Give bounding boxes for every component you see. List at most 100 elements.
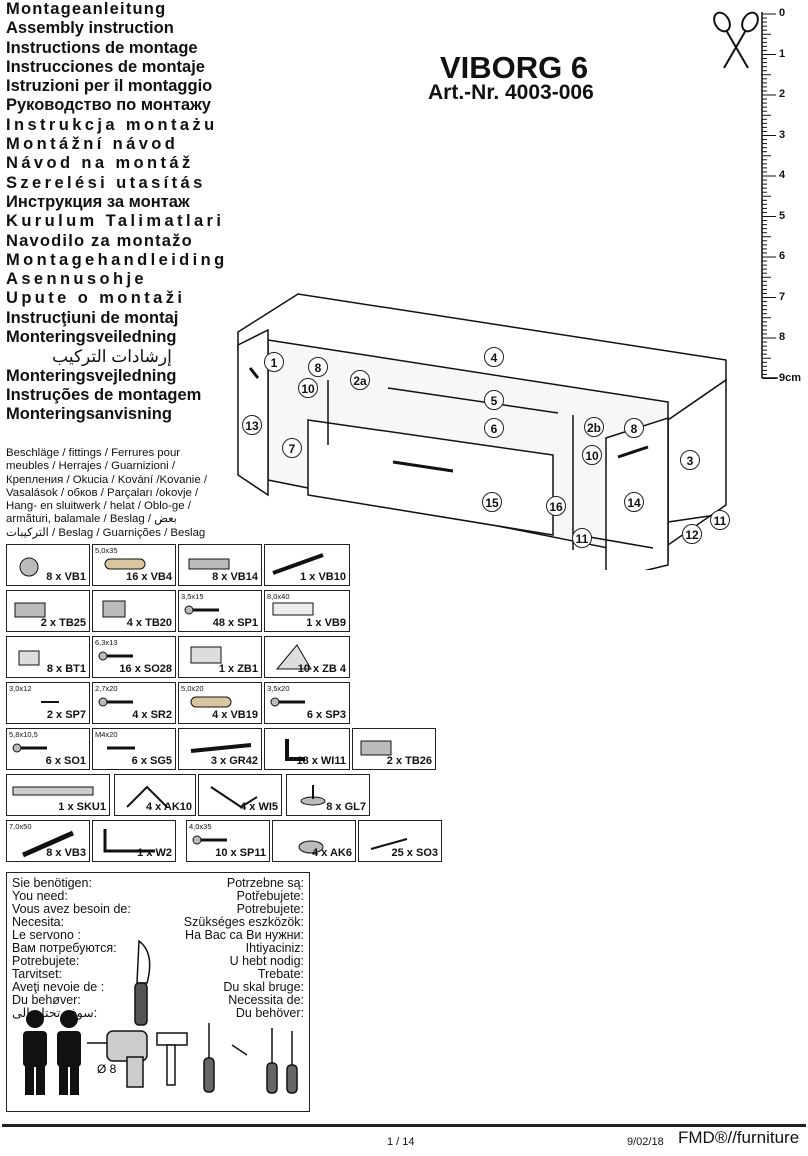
- large-screw-icon: [21, 830, 75, 858]
- screw-icon: [98, 651, 133, 661]
- nail-icon: [370, 838, 408, 850]
- drawer-runner-icon: [12, 786, 94, 796]
- title-line: Instruções de montagem: [6, 385, 202, 404]
- part-quantity-label: 1 x VB9: [306, 617, 346, 629]
- screw-icon: [184, 605, 219, 615]
- drill-size-label: Ø 8: [97, 1062, 117, 1076]
- title-line: Monteringsvejledning: [6, 366, 177, 385]
- part-quantity-label: 48 x SP1: [212, 617, 258, 629]
- part-number-label: 14: [624, 492, 644, 512]
- tools-needed-line: Le servono :: [12, 928, 81, 942]
- brand-logo: FMD®//furniture: [678, 1128, 800, 1147]
- tools-needed-line: Du skal bruge:: [223, 980, 304, 994]
- drill-icon: [87, 1030, 148, 1088]
- hardware-part: 8 x GL7: [286, 774, 370, 816]
- part-number-label: 8: [624, 418, 644, 438]
- ruler-mark-label: 7: [779, 290, 786, 303]
- part-dimension: 8,0x40: [267, 592, 290, 601]
- tools-needed-line: Du behöver:: [235, 1006, 304, 1020]
- ruler-mark-label: 1: [779, 47, 786, 60]
- title-line: Upute o montaži: [6, 289, 186, 308]
- tools-needed-line: Potrebujete:: [236, 902, 304, 916]
- ruler-graphic: [713, 11, 778, 379]
- scissors-icon: [713, 11, 759, 69]
- ruler-mark-label: 0: [779, 7, 786, 19]
- tools-needed-line: Ihtiyaciniz:: [245, 941, 304, 955]
- part-quantity-label: 2 x TB26: [386, 755, 432, 767]
- title-line: إرشادات التركيب: [52, 347, 172, 367]
- part-quantity-label: 8 x VB3: [46, 847, 86, 859]
- part-number-label: 10: [298, 378, 318, 398]
- tools-needed-line: Sie benötigen:: [12, 876, 92, 890]
- part-number-label: 2a: [350, 370, 370, 390]
- title-line: Instrucţiuni de montaj: [6, 308, 179, 327]
- angle-plate-icon: [210, 786, 258, 809]
- title-line: Инструкция за монтаж: [6, 192, 190, 211]
- part-quantity-label: 4 x AK6: [312, 847, 352, 859]
- tools-needed-line: Potrzebne są:: [226, 876, 304, 890]
- washer-icon: [298, 840, 324, 854]
- tools-needed-line: You need:: [12, 889, 68, 903]
- allen-key-icon: [103, 829, 155, 853]
- tools-needed-line: Du behøver:: [12, 993, 81, 1007]
- title-line: Monteringsanvisning: [6, 405, 172, 424]
- part-quantity-label: 18 x WI11: [296, 755, 346, 767]
- screw-icon: [98, 697, 133, 707]
- tools-needed-line: Potrebujete:: [12, 954, 80, 968]
- hardware-part: 1 x ZB1: [178, 636, 262, 678]
- hardware-part: 4 x AK6: [272, 820, 356, 862]
- hardware-part: 4 x AK10: [114, 774, 196, 816]
- title-line: Assembly instruction: [6, 19, 174, 38]
- corner-cap-icon: [275, 644, 312, 670]
- ruler-mark-label: 2: [779, 88, 786, 100]
- ruler-mark-label: 8: [779, 331, 786, 343]
- wall-bracket-icon: [126, 785, 168, 808]
- ruler-mark-label: 5: [779, 209, 786, 222]
- part-number-label: 3: [680, 450, 700, 470]
- title-line: Montageanleitung: [6, 0, 167, 18]
- part-quantity-label: 25 x SO3: [391, 847, 438, 859]
- tools-needed-line: Necesita:: [12, 915, 65, 929]
- title-line: Szerelési utasítás: [6, 173, 206, 192]
- title-line: Montážní návod: [6, 135, 179, 154]
- small-screw-icon: [41, 701, 59, 703]
- tools-needed-left: Sie benötigen:You need:Vous avez besoin …: [12, 877, 131, 1020]
- page-number: 1 / 14: [387, 1136, 415, 1148]
- part-number-label: 15: [482, 492, 502, 512]
- part-number-label: 6: [484, 418, 504, 438]
- part-quantity-label: 4 x TB20: [126, 617, 172, 629]
- hardware-part: 10 x ZB 4: [264, 636, 350, 678]
- part-dimension: 5,8x10,5: [9, 730, 38, 739]
- part-dimension: 3,5x15: [181, 592, 204, 601]
- part-number-label: 5: [484, 390, 504, 410]
- tools-needed-line: Potřebujete:: [236, 889, 304, 903]
- title-line: Instrucciones de montaje: [6, 57, 205, 76]
- hinge-plate-icon: [102, 600, 126, 618]
- part-number-label: 7: [282, 438, 302, 458]
- hardware-part: 2 x TB25: [6, 590, 90, 632]
- tools-needed-line: Aveţi nevoie de :: [12, 980, 105, 994]
- part-dimension: 2,7x20: [95, 684, 118, 693]
- hardware-part: 1 x SKU1: [6, 774, 110, 816]
- part-number-label: 2b: [584, 417, 604, 437]
- screw-icon: [192, 835, 227, 845]
- handle-icon: [190, 743, 252, 753]
- tools-needed-line: U hebt nodig:: [229, 954, 304, 968]
- title-line: Instrukcja montażu: [6, 115, 218, 134]
- ruler-mark-label: 3: [779, 128, 786, 141]
- part-quantity-label: 10 x SP11: [215, 847, 266, 859]
- part-quantity-label: 4 x VB19: [212, 709, 258, 721]
- part-number-label: 16: [546, 496, 566, 516]
- part-number-label: 10: [582, 445, 602, 465]
- part-number-label: 12: [682, 524, 702, 544]
- part-dimension: 3,5x20: [267, 684, 290, 693]
- part-quantity-label: 3 x GR42: [210, 755, 258, 767]
